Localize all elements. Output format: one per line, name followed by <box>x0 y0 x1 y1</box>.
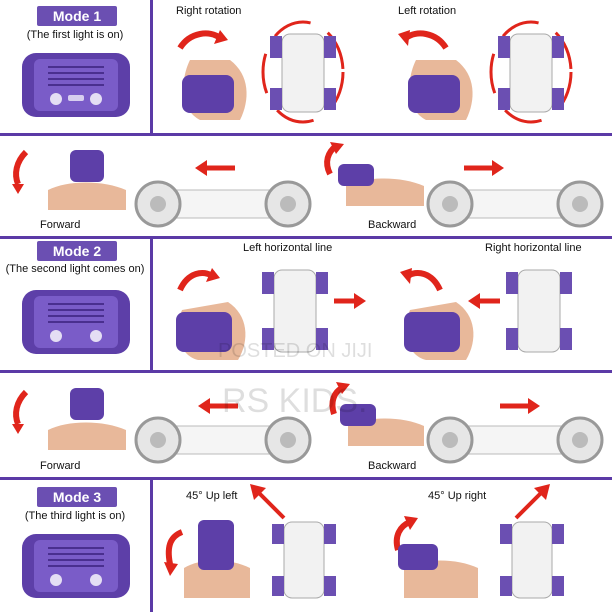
arrow-right-icon <box>334 293 366 309</box>
hand-watch-rotate-right-illustration <box>177 30 247 120</box>
car-side-view-illustration <box>134 180 312 228</box>
arrow-right-icon <box>464 160 504 176</box>
hand-watch-tilt-right-illustration <box>400 268 474 360</box>
hand-watch-forward-illustration <box>12 149 126 210</box>
hand-watch-forward-illustration <box>12 388 126 450</box>
watermark-line-1: POSTED ON JIJI <box>218 340 373 362</box>
arrow-up-right-icon <box>514 484 550 520</box>
hand-watch-up-left-illustration <box>164 520 250 598</box>
car-side-view-illustration <box>426 180 604 228</box>
divider <box>0 477 612 480</box>
label-left-horizontal: Left horizontal line <box>243 242 333 254</box>
divider <box>0 236 612 239</box>
label-right-rotation: Right rotation <box>176 5 242 17</box>
mode-1-badge: Mode 1 <box>37 6 117 26</box>
car-rotate-right-illustration <box>261 20 345 124</box>
mode-3-badge: Mode 3 <box>37 487 117 507</box>
hand-watch-backward-illustration <box>324 142 424 206</box>
car-strafe-right-illustration <box>506 269 572 353</box>
arrow-left-icon <box>198 398 238 414</box>
label-forward-1: Forward <box>40 219 81 231</box>
label-backward-2: Backward <box>368 460 417 472</box>
label-right-horizontal: Right horizontal line <box>485 242 582 254</box>
arrow-left-icon <box>468 293 500 309</box>
car-up-left-illustration <box>272 521 336 599</box>
divider <box>150 236 153 370</box>
car-side-view-illustration <box>426 416 604 464</box>
car-strafe-left-illustration <box>262 269 328 353</box>
label-up-left: 45° Up left <box>186 490 238 502</box>
watermark-line-2: RS KIDS. <box>222 382 368 420</box>
arrow-left-icon <box>195 160 235 176</box>
mode-1-subtitle: (The first light is on) <box>26 29 124 41</box>
label-left-rotation: Left rotation <box>398 5 457 17</box>
hand-watch-rotate-left-illustration <box>398 30 473 120</box>
label-forward-2: Forward <box>40 460 81 472</box>
watch-controller-icon <box>22 290 130 354</box>
divider <box>0 370 612 373</box>
car-up-right-illustration <box>500 521 564 599</box>
car-rotate-left-illustration <box>489 20 573 124</box>
mode-2-badge: Mode 2 <box>37 241 117 261</box>
arrow-up-left-icon <box>250 484 286 520</box>
hand-watch-backward-illustration <box>329 382 424 446</box>
arrow-right-icon <box>500 398 540 414</box>
hand-watch-tilt-left-illustration <box>176 268 246 360</box>
watch-controller-icon <box>22 534 130 598</box>
divider <box>150 0 153 133</box>
mode-2-subtitle: (The second light comes on) <box>5 263 145 275</box>
mode-3-subtitle: (The third light is on) <box>24 510 126 522</box>
car-side-view-illustration <box>134 416 312 464</box>
divider <box>150 477 153 612</box>
watch-controller-icon <box>22 53 130 117</box>
label-up-right: 45° Up right <box>428 490 487 502</box>
divider <box>0 133 612 136</box>
hand-watch-up-right-illustration <box>393 516 478 598</box>
label-backward-1: Backward <box>368 219 417 231</box>
